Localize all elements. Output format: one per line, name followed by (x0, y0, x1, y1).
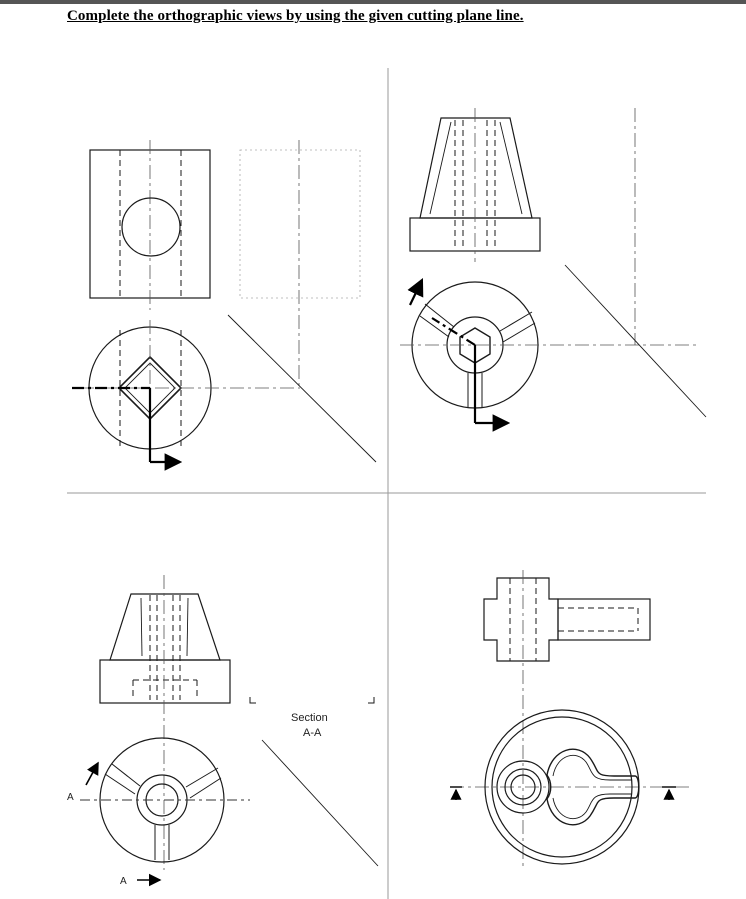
p1-cutting-plane (72, 386, 183, 471)
p4-arm (557, 598, 651, 641)
problem-2 (400, 108, 707, 432)
section-id: A-A (303, 727, 322, 739)
p2-cutting-plane (407, 278, 511, 432)
section-label: Section (291, 712, 328, 724)
cut-letter-bottom: A (120, 876, 127, 887)
p3-section-corners (249, 697, 375, 704)
p4-kidney-pocket (546, 748, 640, 826)
problem-1 (72, 140, 377, 471)
p1-blank-side-view (239, 149, 361, 299)
p1-miter-line (227, 314, 377, 463)
cut-letter-left: A (67, 792, 74, 803)
p1-front-hole (121, 197, 181, 257)
worksheet-title: Complete the orthographic views by using… (67, 8, 524, 24)
problem-3 (80, 575, 379, 887)
problem-4 (450, 570, 690, 870)
p4-cutting-plane (450, 786, 676, 800)
p3-miter-line (261, 739, 379, 867)
p2-miter-line (564, 264, 707, 418)
p4-hub-outer (496, 760, 550, 814)
p3-cutting-plane (85, 761, 162, 887)
p3-base (99, 659, 231, 704)
quadrant-dividers (67, 68, 706, 899)
p3-top-view (99, 737, 225, 863)
top-border (0, 0, 746, 4)
p2-taper (419, 117, 533, 219)
p3-taper (109, 593, 221, 661)
p1-hidden-lines (119, 150, 182, 298)
p4-front-hub (483, 577, 559, 662)
